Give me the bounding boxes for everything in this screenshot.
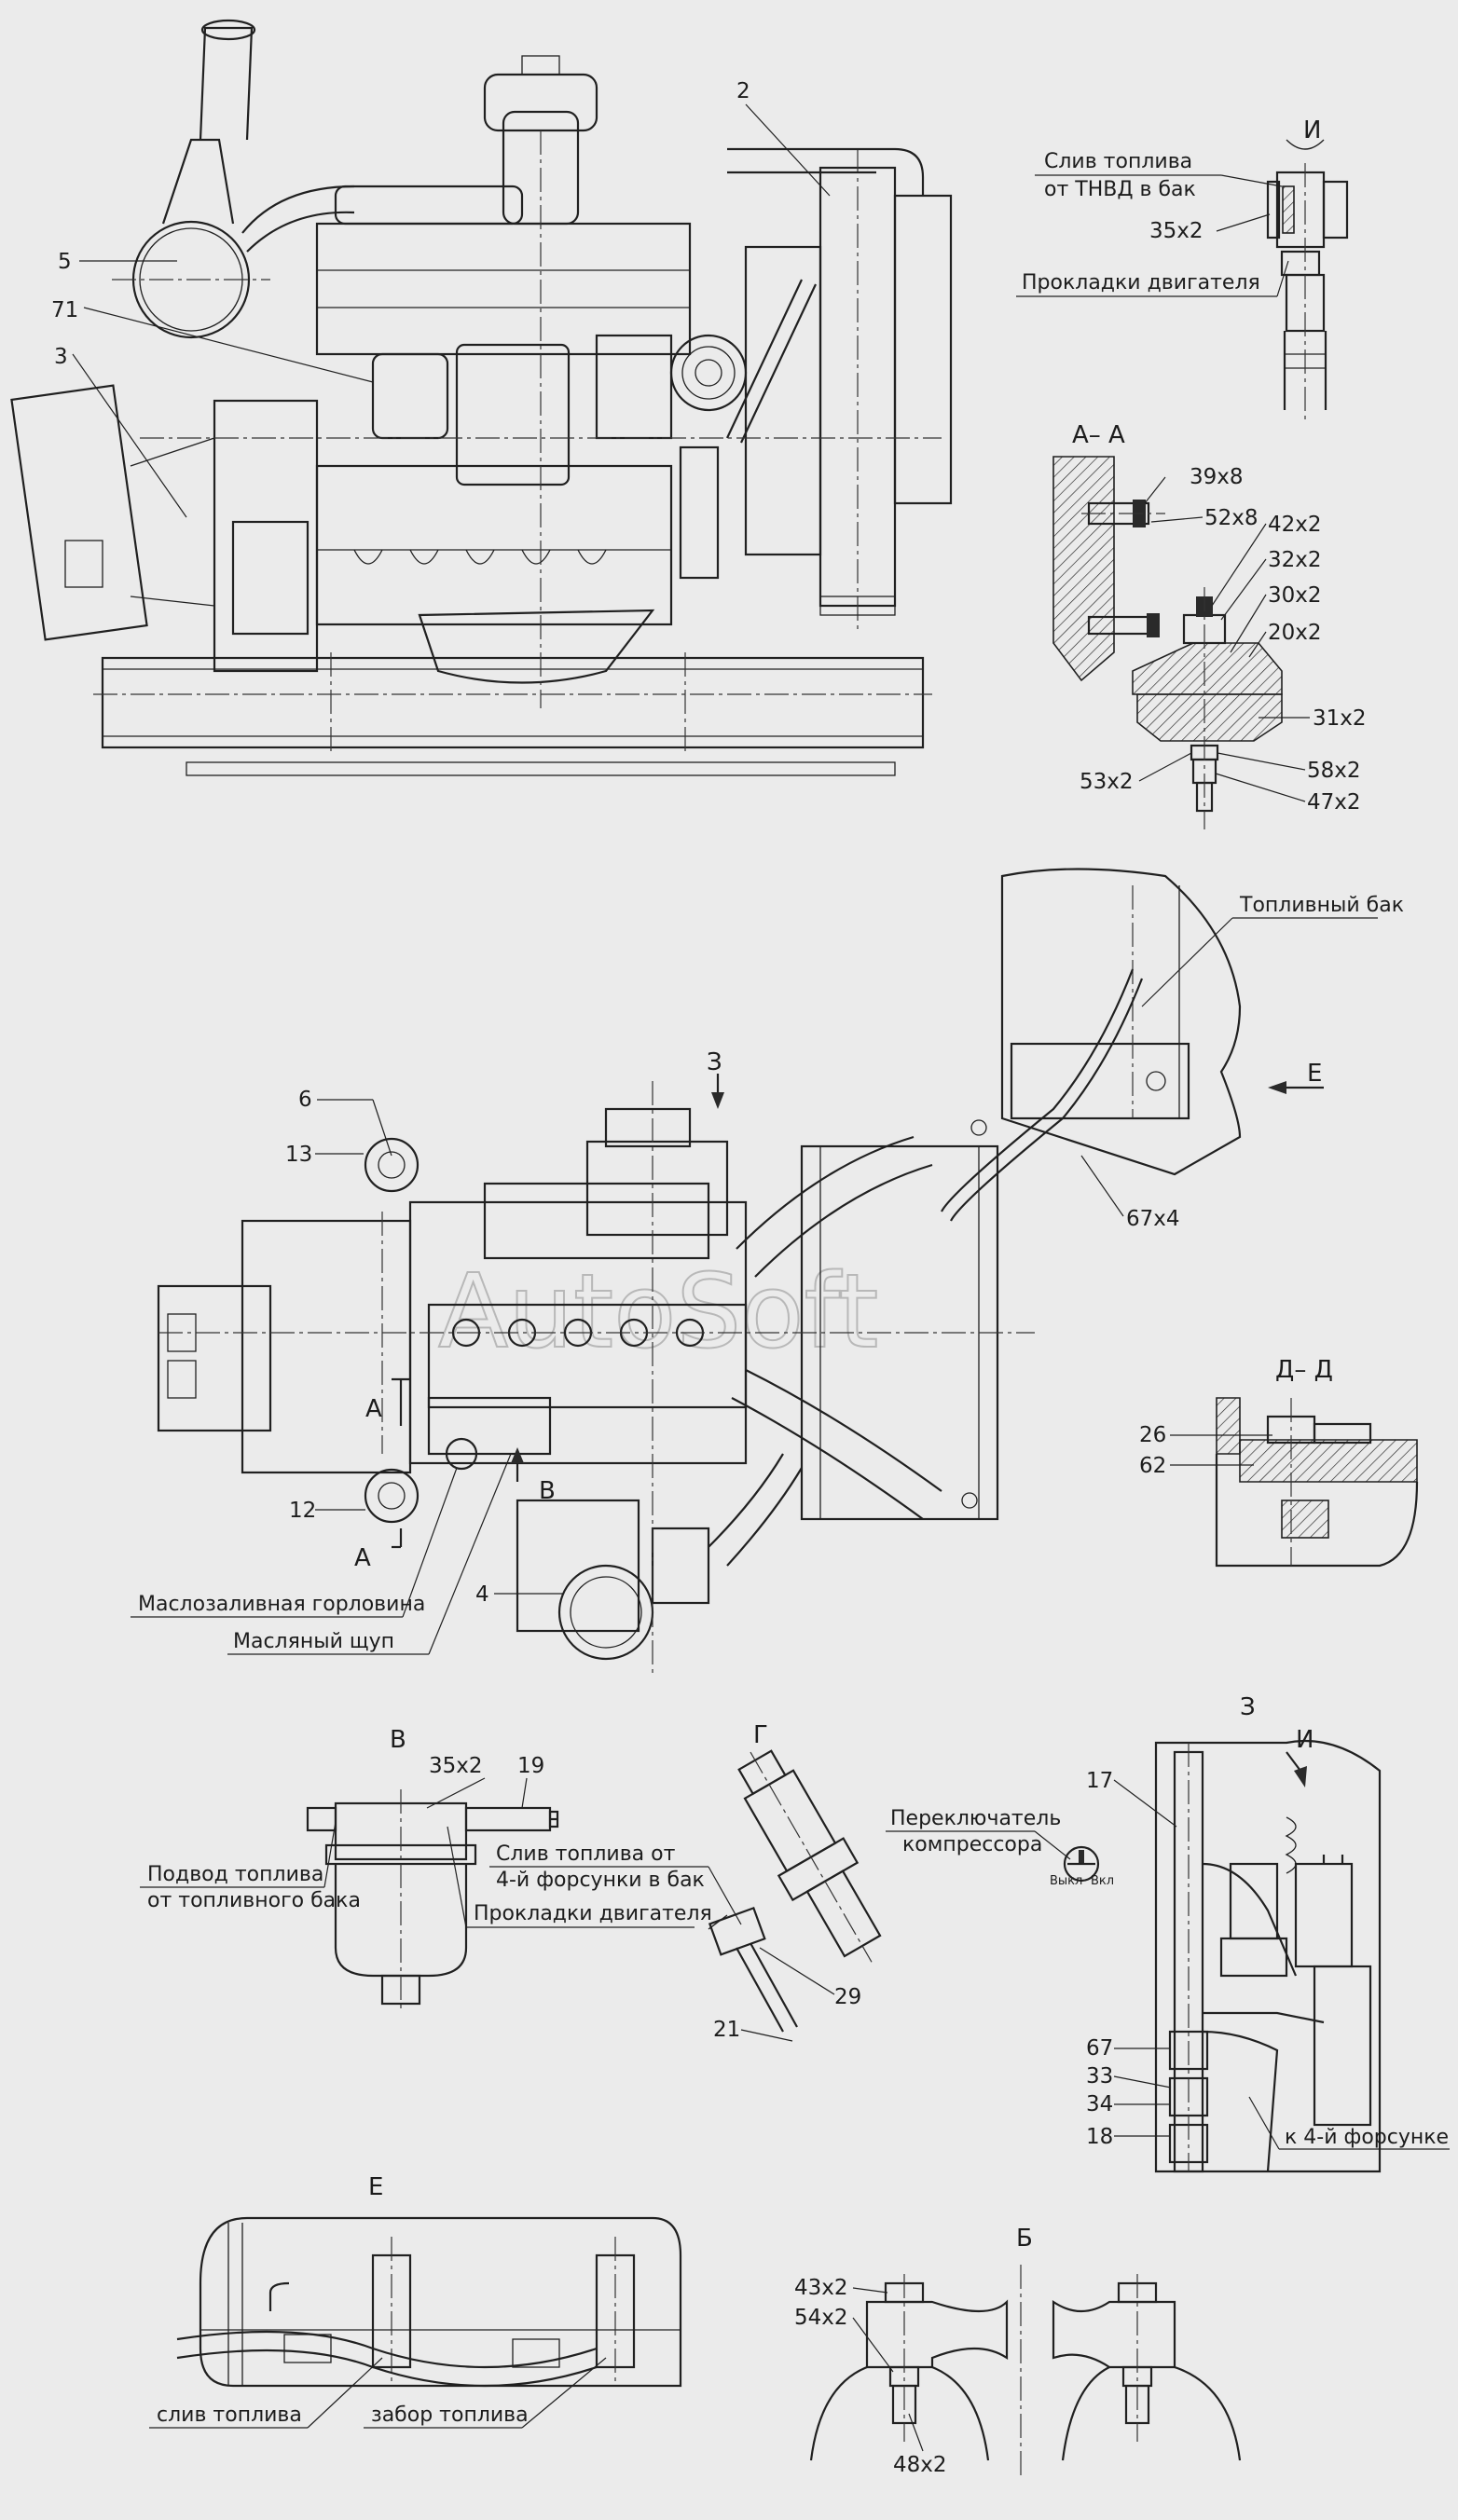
view-b: Б 43x2 54x2 48x2 — [794, 2225, 1242, 2479]
top-view-callouts-mid: Топливный бак З Е 6 13 67x4 А А В 12 4 М… — [131, 894, 1404, 1655]
callout-17: 17 — [1086, 1769, 1113, 1793]
callout-42x2: 42x2 — [1268, 513, 1322, 537]
view-g-drain-line2: 4-й форсунки в бак — [496, 1869, 705, 1892]
switch-off-label: Выкл — [1050, 1874, 1082, 1888]
view-b-title: Б — [1016, 2225, 1033, 2253]
callout-39x8: 39x8 — [1190, 465, 1244, 489]
callout-43x2: 43x2 — [794, 2276, 848, 2300]
view-i-drain-line1: Слив топлива — [1044, 150, 1192, 173]
view-i-title: И — [1303, 116, 1321, 144]
view-dd-title: Д– Д — [1275, 1356, 1333, 1384]
top-view-callouts: 5 71 3 2 — [51, 79, 831, 518]
dipstick-label: Масляный щуп — [233, 1630, 394, 1653]
engine-top-view — [157, 868, 1324, 1678]
callout-52x8: 52x8 — [1204, 506, 1259, 530]
view-v: В 35x2 19 Подвод топлива от топливного б… — [140, 1726, 712, 2013]
callout-47x2: 47x2 — [1307, 790, 1361, 815]
fuel-tank-label: Топливный бак — [1239, 894, 1404, 917]
callout-18: 18 — [1086, 2125, 1113, 2149]
callout-26: 26 — [1139, 1423, 1166, 1447]
view-v-title: В — [390, 1726, 406, 1754]
callout-12: 12 — [289, 1499, 316, 1523]
view-g-title: Г — [753, 1721, 768, 1749]
callout-35x2-v: 35x2 — [429, 1754, 483, 1778]
callout-54x2: 54x2 — [794, 2306, 848, 2330]
callout-31x2: 31x2 — [1313, 706, 1367, 731]
view-z-title: З — [1240, 1693, 1256, 1721]
callout-34: 34 — [1086, 2092, 1113, 2116]
watermark: AutoSoft — [438, 1252, 878, 1371]
marker-z: З — [707, 1048, 722, 1076]
view-dd: Д– Д 26 62 — [1139, 1356, 1419, 1568]
switch-label-line1: Переключатель — [890, 1807, 1061, 1830]
marker-a-top: А — [365, 1395, 382, 1423]
view-v-gaskets: Прокладки двигателя — [474, 1902, 712, 1925]
view-g: Г Слив топлива от 4-й форсунки в бак 29 … — [489, 1721, 882, 2042]
view-i-gaskets: Прокладки двигателя — [1022, 271, 1260, 294]
callout-4: 4 — [475, 1582, 489, 1607]
view-v-supply-line2: от топливного бака — [147, 1889, 361, 1912]
callout-30x2: 30x2 — [1268, 583, 1322, 608]
marker-e: Е — [1307, 1060, 1322, 1088]
marker-a-bottom: А — [354, 1544, 371, 1572]
oil-filler-label: Маслозаливная горловина — [138, 1593, 425, 1616]
callout-6: 6 — [298, 1088, 312, 1112]
callout-32x2: 32x2 — [1268, 548, 1322, 572]
callout-53x2: 53x2 — [1080, 770, 1134, 794]
view-g-drain-line1: Слив топлива от — [496, 1842, 676, 1866]
switch-on-label: Вкл — [1091, 1874, 1114, 1888]
engine-side-view — [10, 19, 953, 776]
view-aa-title: А– А — [1072, 421, 1125, 449]
intake-label: забор топлива — [371, 2404, 529, 2427]
callout-67x4: 67x4 — [1126, 1207, 1180, 1231]
callout-62: 62 — [1139, 1454, 1166, 1478]
callout-67-z: 67 — [1086, 2036, 1113, 2061]
switch-label-line2: компрессора — [902, 1833, 1042, 1856]
callout-33: 33 — [1086, 2064, 1113, 2089]
callout-35x2: 35x2 — [1149, 219, 1204, 243]
callout-2: 2 — [736, 79, 750, 103]
drain-label: слив топлива — [157, 2404, 302, 2427]
view-z-marker-i: И — [1296, 1726, 1314, 1754]
callout-20x2: 20x2 — [1268, 621, 1322, 645]
callout-21: 21 — [713, 2018, 740, 2042]
callout-3: 3 — [54, 345, 68, 369]
view-i-drain-line2: от ТНВД в бак — [1044, 178, 1196, 201]
view-e: Е слив топлива забор топлива — [149, 2173, 682, 2429]
view-aa: А– А 39x8 52x8 42x2 32x2 30x2 20x2 31x2 … — [1052, 421, 1367, 829]
view-i: И Слив топлива от ТНВД в бак 35x2 Прокла… — [1016, 116, 1349, 419]
callout-29: 29 — [834, 1985, 861, 2009]
callout-71: 71 — [51, 298, 78, 322]
marker-v: В — [539, 1477, 556, 1505]
to-injector-label: к 4-й форсунке — [1285, 2126, 1449, 2149]
view-z: З И 17 Переключатель компрессора Выкл Вк… — [886, 1693, 1450, 2173]
callout-48x2: 48x2 — [893, 2453, 947, 2477]
callout-5: 5 — [58, 250, 72, 274]
view-e-title: Е — [368, 2173, 383, 2201]
view-v-supply-line1: Подвод топлива — [147, 1863, 323, 1886]
callout-13: 13 — [285, 1143, 312, 1167]
callout-58x2: 58x2 — [1307, 759, 1361, 783]
callout-19: 19 — [517, 1754, 544, 1778]
